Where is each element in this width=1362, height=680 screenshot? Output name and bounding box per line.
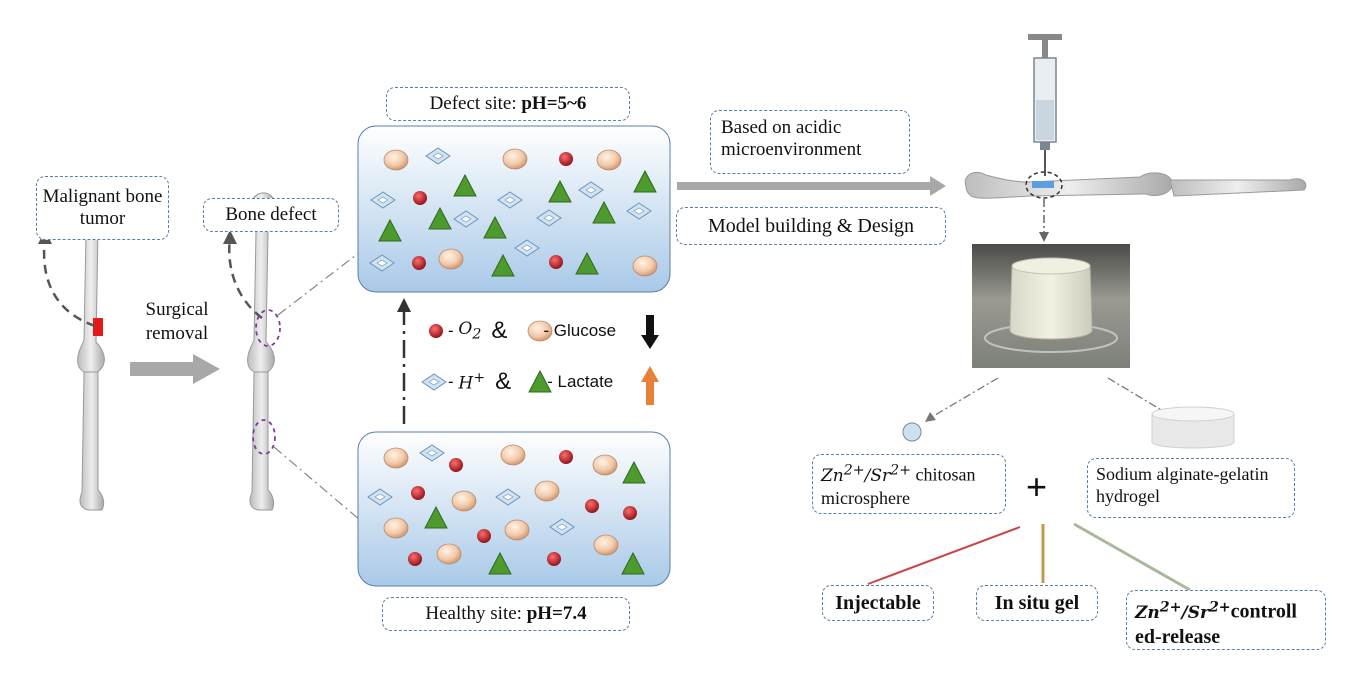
acidic-line-2: microenvironment xyxy=(721,139,862,160)
healthy-zoom-line xyxy=(273,446,361,521)
in-situ-gel-label: In situ gel xyxy=(976,585,1098,621)
model-building-label: Model building & Design xyxy=(676,207,946,245)
hydrogel-photo xyxy=(972,244,1130,368)
syringe-icon xyxy=(1028,34,1062,176)
healthy-site-prefix: Healthy site: xyxy=(425,603,527,624)
line-to-controlled-release xyxy=(1073,522,1191,592)
horizontal-bone xyxy=(964,171,1307,199)
healthy-to-defect-arrowhead xyxy=(397,298,411,312)
acidic-line-1: Based on acidic xyxy=(721,117,842,138)
legend-ampersand-2: & xyxy=(495,368,512,395)
controlled-text-2: ed-release xyxy=(1135,625,1221,648)
healthy-site-box xyxy=(357,431,671,587)
legend-row-2: - H+ & - Lactate xyxy=(448,368,614,395)
malignant-tumor-label: Malignant bone tumor xyxy=(36,176,169,240)
legend-row-1: - O2 & - Glucose xyxy=(448,317,617,344)
model-arrow xyxy=(677,176,946,196)
healthy-ellipse xyxy=(252,419,276,455)
legend-o2-glyph xyxy=(429,324,443,338)
surgical-removal-arrow xyxy=(130,354,220,384)
defect-arrowhead xyxy=(223,230,237,244)
bone-defect-label: Bone defect xyxy=(203,198,339,232)
healthy-site-label: Healthy site: pH=7.4 xyxy=(382,597,630,631)
surgical-removal-label: Surgical removal xyxy=(125,294,229,350)
defect-zoom-line xyxy=(277,251,361,316)
tumor-marker xyxy=(93,318,103,336)
defect-site-prefix: Defect site: xyxy=(429,93,522,114)
line-to-injectable xyxy=(867,526,1021,585)
bone-to-photo-arrowhead xyxy=(1039,232,1049,242)
hydrogel-cylinder-icon xyxy=(1151,406,1235,449)
microsphere-ions: Zn2+/Sr2+ xyxy=(821,462,912,486)
in-situ-gel-text: In situ gel xyxy=(994,592,1080,614)
legend-ampersand-1: & xyxy=(491,317,508,344)
controlled-ions: Zn2+/Sr2+ xyxy=(1135,599,1231,623)
photo-to-microsphere-line xyxy=(929,377,999,419)
controlled-text-1: controll xyxy=(1230,600,1297,623)
leg-bone-defect xyxy=(247,192,275,511)
model-building-text: Model building & Design xyxy=(707,215,915,237)
defect-site-label: Defect site: pH=5~6 xyxy=(386,87,630,121)
acidic-microenvironment-label: Based on acidic microenvironment xyxy=(710,110,910,174)
malignant-tumor-text: Malignant bone tumor xyxy=(42,186,163,229)
microsphere-text-1: chitosan xyxy=(915,464,976,485)
leg-bone-tumor xyxy=(77,192,105,511)
legend-lactate-label: - Lactate xyxy=(547,372,614,391)
surgical-removal-text: Surgical removal xyxy=(145,299,209,344)
hydrogel-text-1: Sodium alginate-gelatin xyxy=(1096,464,1269,484)
injectable-label: Injectable xyxy=(822,585,934,621)
bone-defect-text: Bone defect xyxy=(225,204,317,225)
microsphere-label: Zn2+/Sr2+ chitosan microsphere xyxy=(812,454,1006,514)
hydrogel-label: Sodium alginate-gelatin hydrogel xyxy=(1087,458,1295,518)
plus-sign: + xyxy=(1026,466,1048,507)
defect-site-box xyxy=(357,125,671,293)
legend-glucose-label: - Glucose xyxy=(543,321,617,340)
healthy-site-ph: pH=7.4 xyxy=(526,603,587,624)
defect-site-ph: pH=5~6 xyxy=(521,93,587,114)
legend-h-plus-label: H+ xyxy=(458,370,486,394)
defect-ellipse xyxy=(255,309,281,347)
down-arrow-icon xyxy=(641,315,659,349)
legend-o2-label: O2 xyxy=(458,319,482,343)
hydrogel-text-2: hydrogel xyxy=(1096,486,1160,506)
up-arrow-icon xyxy=(641,366,659,405)
injectable-text: Injectable xyxy=(835,592,921,614)
microsphere-icon xyxy=(902,422,922,442)
tumor-curved-arrow xyxy=(42,237,96,328)
controlled-release-label: Zn2+/Sr2+controll ed-release xyxy=(1126,590,1326,650)
microsphere-text-2: microsphere xyxy=(821,487,910,508)
defect-curved-arrow xyxy=(228,237,263,319)
legend-h-plus-glyph xyxy=(421,373,447,391)
